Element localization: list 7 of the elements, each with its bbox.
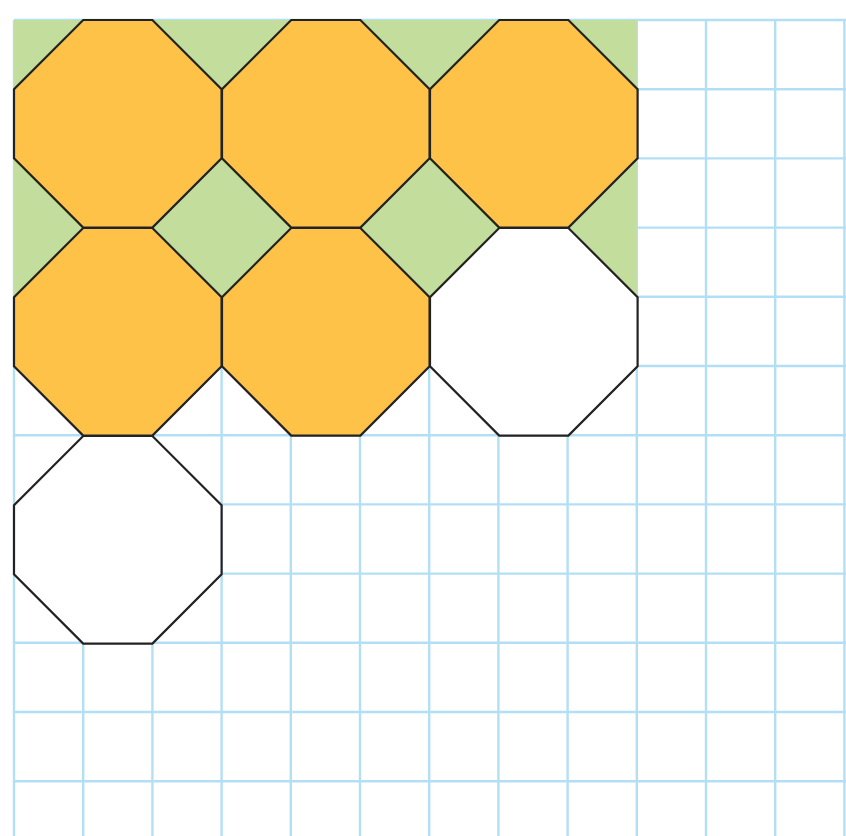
octagon <box>14 227 222 436</box>
octagon <box>14 20 222 228</box>
octagon <box>14 435 222 643</box>
octagon <box>429 227 637 436</box>
octagon <box>221 227 430 436</box>
octagon <box>221 20 430 228</box>
octagon <box>429 20 637 228</box>
